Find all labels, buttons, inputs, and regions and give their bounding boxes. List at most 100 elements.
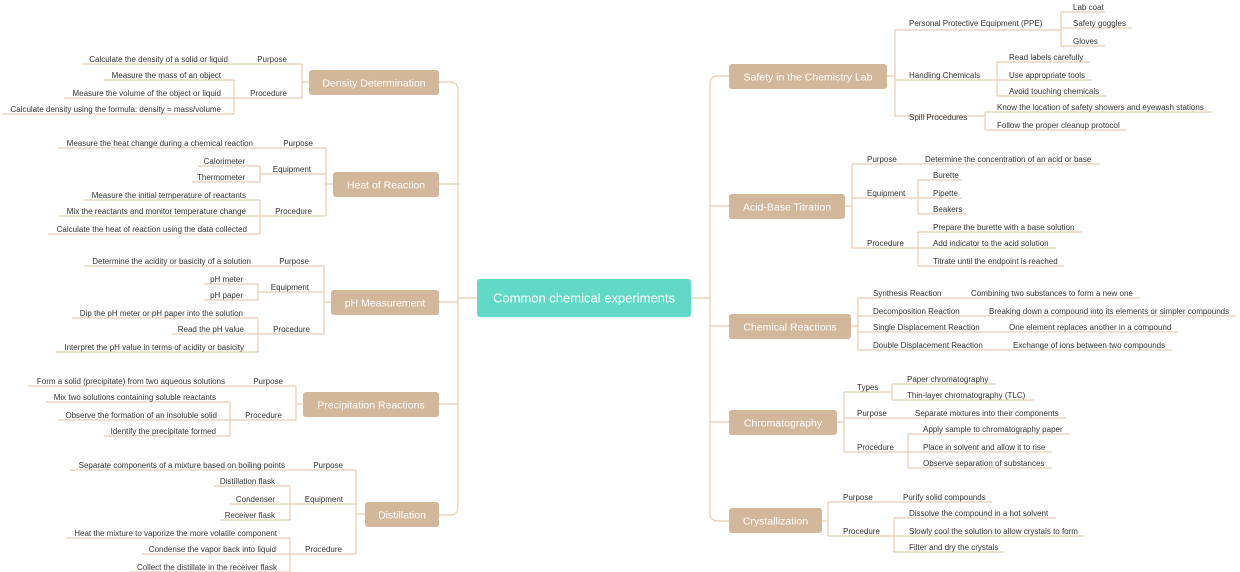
leaf-label[interactable]: Breaking down a compound into its elemen… — [989, 307, 1229, 316]
branch-chromatography[interactable]: Chromatography — [729, 410, 837, 435]
subtopic-label[interactable]: Purpose — [283, 139, 313, 148]
leaf-label[interactable]: Calculate the density of a solid or liqu… — [89, 55, 228, 64]
leaf-label[interactable]: Mix two solutions containing soluble rea… — [54, 393, 216, 402]
leaf-label[interactable]: Avoid touching chemicals — [1009, 87, 1099, 96]
subtopic-label[interactable]: Procedure — [245, 411, 282, 420]
leaf-label[interactable]: Place in solvent and allow it to rise — [923, 443, 1046, 452]
leaf-label[interactable]: Determine the concentration of an acid o… — [925, 155, 1092, 164]
leaf-label[interactable]: Beakers — [933, 205, 962, 214]
leaf-label[interactable]: Pipette — [933, 189, 958, 198]
leaf-label[interactable]: Receiver flask — [225, 511, 276, 520]
leaf-label[interactable]: Calorimeter — [204, 157, 246, 166]
subtopic-label[interactable]: Personal Protective Equipment (PPE) — [909, 19, 1043, 28]
leaf-label[interactable]: Use appropriate tools — [1009, 71, 1085, 80]
subtopic-label[interactable]: Equipment — [271, 283, 310, 292]
leaf-label[interactable]: Exchange of ions between two compounds — [1013, 341, 1165, 350]
subtopic-label[interactable]: Types — [857, 383, 878, 392]
leaf-label[interactable]: Thin-layer chromatography (TLC) — [907, 391, 1026, 400]
leaf-label[interactable]: Calculate density using the formula: den… — [10, 105, 221, 114]
subtopic-label[interactable]: Procedure — [843, 527, 880, 536]
leaf-label[interactable]: Separate mixtures into their components — [915, 409, 1059, 418]
leaf-label[interactable]: pH paper — [210, 291, 243, 300]
leaf-label[interactable]: Safety goggles — [1073, 19, 1126, 28]
leaf-label[interactable]: Mix the reactants and monitor temperatur… — [67, 207, 247, 216]
leaf-label[interactable]: Purify solid compounds — [903, 493, 986, 502]
subtopic-label[interactable]: Procedure — [273, 325, 310, 334]
branch-box — [729, 64, 887, 89]
subtopic-label[interactable]: Decomposition Reaction — [873, 307, 960, 316]
subtopic-label[interactable]: Purpose — [843, 493, 873, 502]
leaf-label[interactable]: Titrate until the endpoint is reached — [933, 257, 1058, 266]
subtopic-label[interactable]: Procedure — [867, 239, 904, 248]
leaf-label[interactable]: Observe separation of substances — [923, 459, 1044, 468]
leaf-label[interactable]: Combining two substances to form a new o… — [971, 289, 1133, 298]
leaf-label[interactable]: Dip the pH meter or pH paper into the so… — [80, 309, 243, 318]
leaf-label[interactable]: Lab coat — [1073, 3, 1104, 12]
subtopic-label[interactable]: Purpose — [253, 377, 283, 386]
subtopic-label[interactable]: Procedure — [250, 89, 287, 98]
branch-crystallization[interactable]: Crystallization — [729, 508, 822, 533]
subtopic-label[interactable]: Spill Procedures — [909, 113, 967, 122]
leaf-label[interactable]: Interpret the pH value in terms of acidi… — [64, 343, 244, 352]
leaf-label[interactable]: Separate components of a mixture based o… — [79, 461, 285, 470]
subtopic-label[interactable]: Equipment — [273, 165, 312, 174]
subtopic-label[interactable]: Procedure — [305, 545, 342, 554]
leaf-label[interactable]: Burette — [933, 171, 959, 180]
branch-ph[interactable]: pH Measurement — [331, 290, 439, 315]
subtopic-label[interactable]: Purpose — [867, 155, 897, 164]
leaf-label[interactable]: Heat the mixture to vaporize the more vo… — [74, 529, 278, 538]
leaf-label[interactable]: Filter and dry the crystals — [909, 543, 998, 552]
subtopic-label[interactable]: Equipment — [867, 189, 906, 198]
branch-reactions[interactable]: Chemical Reactions — [729, 314, 851, 339]
leaf-label[interactable]: Measure the initial temperature of react… — [92, 191, 246, 200]
subtopic-label[interactable]: Equipment — [305, 495, 344, 504]
subtopic-label[interactable]: Purpose — [857, 409, 887, 418]
leaf-label[interactable]: Prepare the burette with a base solution — [933, 223, 1074, 232]
leaf-label[interactable]: One element replaces another in a compou… — [1009, 323, 1171, 332]
connectors — [2, 11, 1236, 572]
leaf-label[interactable]: Collect the distillate in the receiver f… — [137, 563, 278, 572]
subtopic-label[interactable]: Double Displacement Reaction — [873, 341, 983, 350]
subtopic-label[interactable]: Procedure — [857, 443, 894, 452]
leaf-label[interactable]: Paper chromatography — [907, 375, 988, 384]
leaf-label[interactable]: Thermometer — [197, 173, 245, 182]
leaf-label[interactable]: pH meter — [210, 275, 243, 284]
root-label: Common chemical experiments — [493, 291, 676, 306]
leaf-label[interactable]: Read the pH value — [178, 325, 245, 334]
leaf-label[interactable]: Add indicator to the acid solution — [933, 239, 1049, 248]
subtopic-label[interactable]: Handling Chemicals — [909, 71, 980, 80]
leaf-label[interactable]: Slowly cool the solution to allow crysta… — [909, 527, 1078, 536]
leaf-label[interactable]: Read labels carefully — [1009, 53, 1083, 62]
branch-label: Heat of Reaction — [347, 180, 425, 192]
branch-heat[interactable]: Heat of Reaction — [333, 172, 439, 197]
leaf-label[interactable]: Measure the mass of an object — [112, 71, 222, 80]
subtopic-label[interactable]: Purpose — [257, 55, 287, 64]
subtopic-label[interactable]: Single Displacement Reaction — [873, 323, 980, 332]
subtopic-label[interactable]: Synthesis Reaction — [873, 289, 941, 298]
subtopic-label[interactable]: Purpose — [313, 461, 343, 470]
branch-density[interactable]: Density Determination — [309, 70, 439, 95]
branch-safety[interactable]: Safety in the Chemistry Lab — [729, 64, 887, 89]
branch-precipitation[interactable]: Precipitation Reactions — [303, 392, 439, 417]
subtopic-label[interactable]: Procedure — [275, 207, 312, 216]
leaf-label[interactable]: Know the location of safety showers and … — [997, 103, 1204, 112]
leaf-label[interactable]: Measure the heat change during a chemica… — [67, 139, 253, 148]
branch-titration[interactable]: Acid-Base Titration — [729, 194, 845, 219]
branch-distillation[interactable]: Distillation — [365, 502, 439, 527]
leaf-label[interactable]: Dissolve the compound in a hot solvent — [909, 509, 1049, 518]
subtopic-label[interactable]: Purpose — [279, 257, 309, 266]
leaf-label[interactable]: Apply sample to chromatography paper — [923, 425, 1063, 434]
root-node[interactable]: Common chemical experiments — [477, 279, 691, 317]
leaf-label[interactable]: Observe the formation of an insoluble so… — [65, 411, 217, 420]
connector — [439, 81, 459, 91]
leaf-label[interactable]: Distillation flask — [220, 477, 276, 486]
leaf-label[interactable]: Gloves — [1073, 37, 1098, 46]
leaf-label[interactable]: Follow the proper cleanup protocol — [997, 121, 1120, 130]
leaf-label[interactable]: Condense the vapor back into liquid — [149, 545, 276, 554]
leaf-label[interactable]: Form a solid (precipitate) from two aque… — [37, 377, 225, 386]
leaf-label[interactable]: Condenser — [236, 495, 275, 504]
leaf-label[interactable]: Measure the volume of the object or liqu… — [72, 89, 221, 98]
leaf-label[interactable]: Calculate the heat of reaction using the… — [57, 225, 247, 234]
leaf-label[interactable]: Identify the precipitate formed — [111, 427, 216, 436]
leaf-label[interactable]: Determine the acidity or basicity of a s… — [92, 257, 251, 266]
